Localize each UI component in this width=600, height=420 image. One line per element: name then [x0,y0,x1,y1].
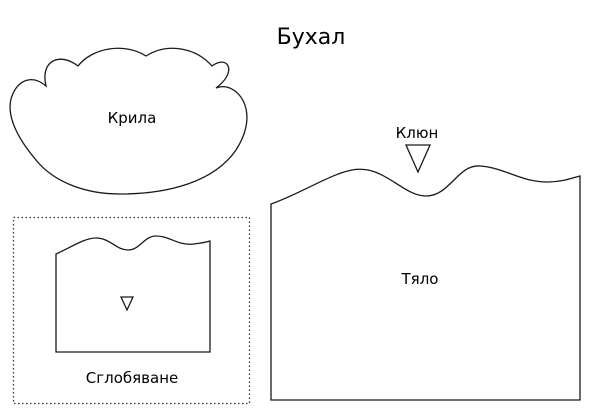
body-piece: Тяло [270,165,581,401]
body-label: Тяло [401,270,439,288]
assembly-beak-triangle [119,296,135,312]
beak-triangle [404,144,432,174]
assembly-panel: Сглобяване [12,216,251,405]
wings-outline [9,47,248,195]
wings-piece: Крила [9,47,248,195]
beak-piece: Клюн [396,124,439,174]
beak-label: Клюн [396,124,439,142]
assembly-dotted-border [12,216,251,405]
assembly-body-outline [55,235,211,353]
wings-label: Крила [108,109,157,127]
body-outline [270,165,581,401]
assembly-label: Сглобяване [86,369,178,387]
page-title: Бухал [277,25,346,50]
